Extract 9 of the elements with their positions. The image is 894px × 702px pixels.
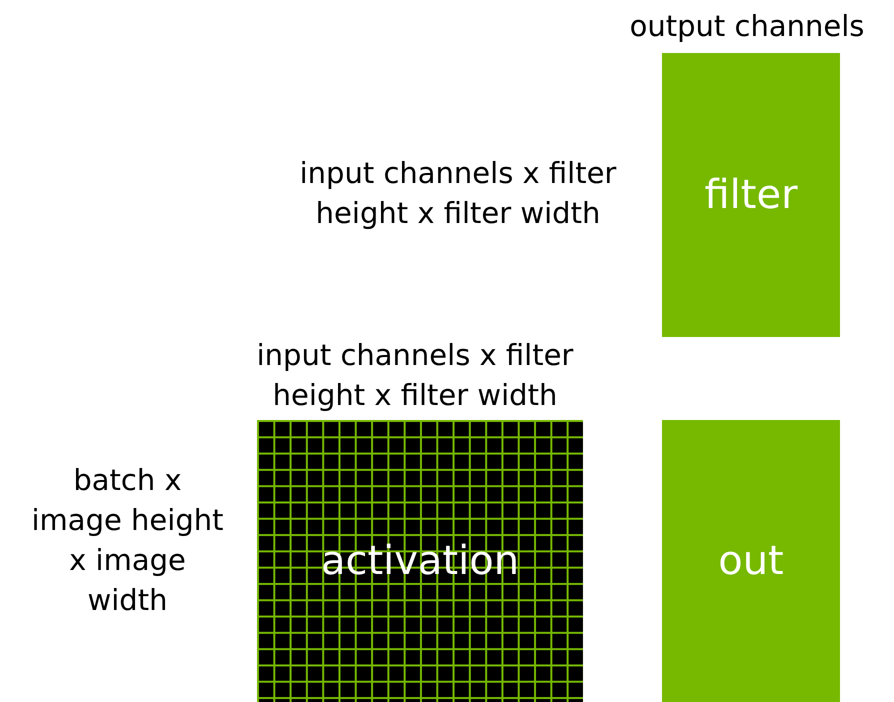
dimension-label: output channels [628,8,866,45]
matrix-block [662,53,840,337]
dimension-label: input channels x filter height x filter width [298,155,618,232]
block-label: out [718,538,784,584]
dimension-label: input channels x filter height x filter width [256,337,574,414]
block-label: filter [704,172,798,218]
dimension-label: batch x image height x image width [30,462,224,619]
grid-matrix [257,420,583,702]
matrix-block [662,420,840,702]
